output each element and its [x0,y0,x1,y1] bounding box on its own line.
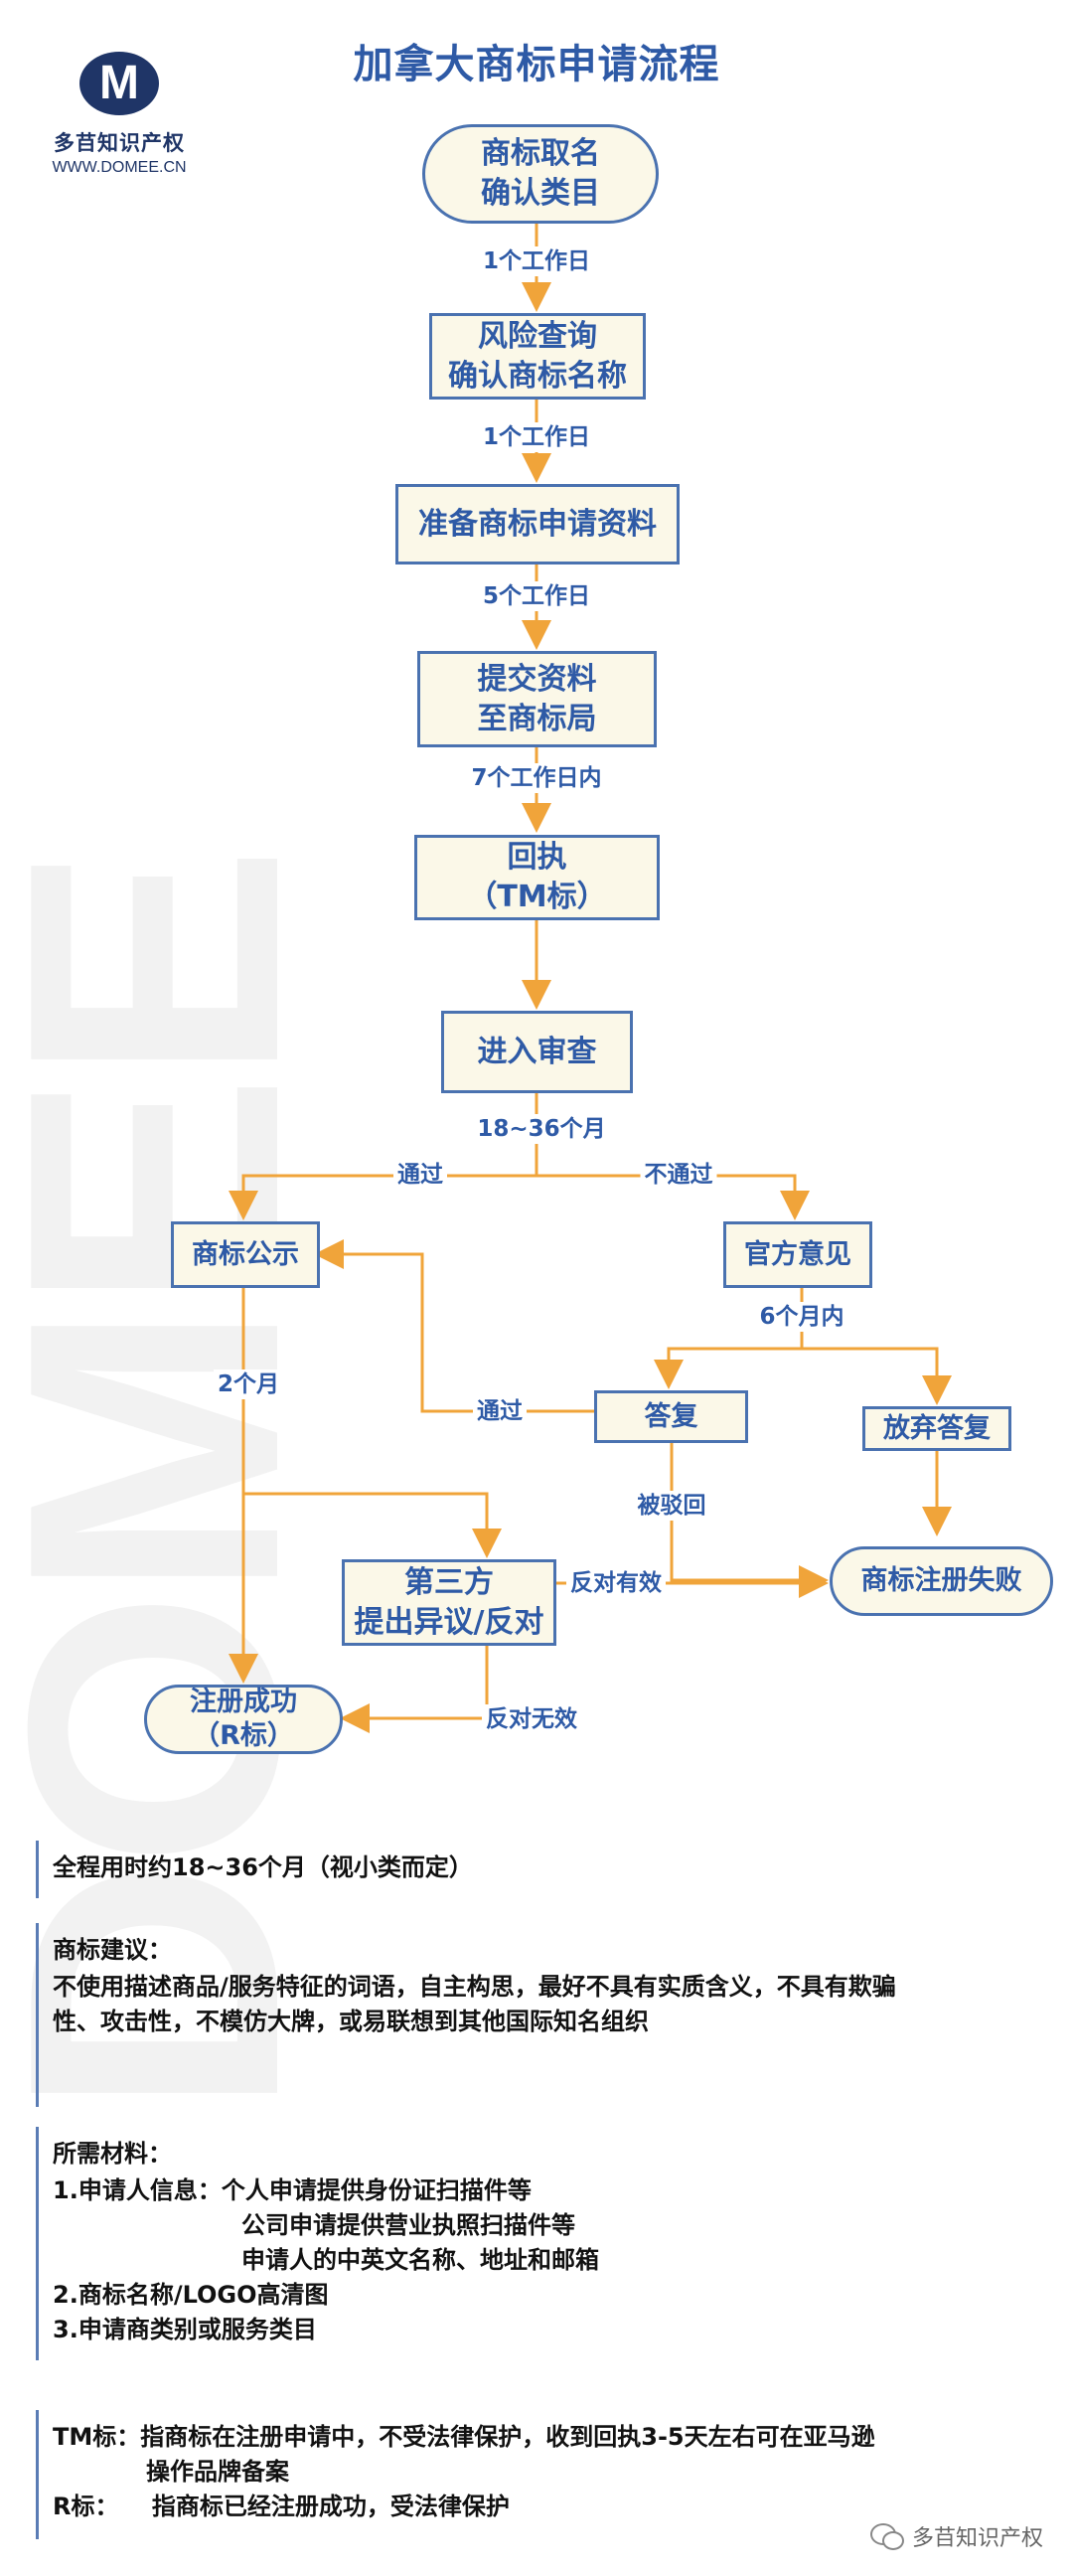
advice-line: 不使用描述商品/服务特征的词语，自主构思，最好不具有实质含义，不具有欺骗 [53,1973,896,2001]
node-third-party: 第三方提出异议/反对 [342,1559,556,1646]
wechat-icon [869,2523,904,2550]
node-receipt: 回执（TM标） [414,835,660,920]
note-total-time: 全程用时约18~36个月（视小类而定） [36,1841,1029,1898]
materials-item: 3.申请商类别或服务类目 [53,2316,317,2343]
node-success: 注册成功（R标） [144,1685,343,1754]
node-prepare: 准备商标申请资料 [395,484,680,564]
pass-label: 通过 [393,1160,447,1190]
node-abandon: 放弃答复 [862,1406,1011,1451]
arrow-reply-failure [670,1443,829,1595]
opposition-invalid-label: 反对无效 [482,1704,581,1734]
node-publication: 商标公示 [171,1221,320,1288]
r-definition: R标： 指商标已经注册成功，受法律保护 [53,2493,510,2520]
arrow-reply-publication [314,1239,594,1413]
page-title: 加拿大商标申请流程 [353,42,720,87]
arrow-publication-thirdparty [243,1492,502,1558]
footer-source: 多䒤知识产权 [869,2520,1043,2552]
duration-label: 7个工作日内 [467,763,606,793]
fail-label: 不通过 [640,1160,717,1190]
arrow-pass-publication [229,1174,536,1220]
node-naming: 商标取名确认类目 [422,124,659,224]
materials-title: 所需材料： [53,2140,172,2168]
tm-definition: TM标：指商标在注册申请中，不受法律保护，收到回执3-5天左右可在亚马逊 [53,2423,875,2451]
logo-letter: M [99,57,139,109]
arrow-thirdparty-success [340,1646,489,1733]
duration-label: 1个工作日 [478,246,595,276]
advice-line: 性、攻击性，不模仿大牌，或易联想到其他国际知名组织 [53,2008,649,2035]
reply-pass-label: 通过 [473,1396,527,1426]
duration-label: 5个工作日 [478,581,595,611]
review-duration-label: 18~36个月 [473,1114,610,1144]
materials-item: 1.申请人信息：个人申请提供身份证扫描件等 [53,2176,532,2204]
total-time-text: 全程用时约18~36个月（视小类而定） [53,1853,473,1881]
note-advice: 商标建议： 不使用描述商品/服务特征的词语，自主构思，最好不具有实质含义，不具有… [36,1923,1029,2107]
brand-logo: M 多䒤知识产权 WWW.DOMEE.CN [40,52,199,177]
advice-title: 商标建议： [53,1936,172,1964]
footer-text: 多䒤知识产权 [911,2526,1043,2551]
node-submit: 提交资料至商标局 [417,651,657,747]
rejected-label: 被驳回 [633,1491,710,1521]
arrow-fail-office [536,1174,810,1220]
note-materials: 所需材料： 1.申请人信息：个人申请提供身份证扫描件等 公司申请提供营业执照扫描… [36,2127,1029,2360]
node-reply: 答复 [594,1390,748,1443]
materials-item: 申请人的中英文名称、地址和邮箱 [241,2246,599,2274]
node-office-action: 官方意见 [723,1221,872,1288]
node-risk-check: 风险查询确认商标名称 [429,313,646,400]
duration-label: 1个工作日 [478,422,595,452]
opposition-valid-label: 反对有效 [566,1568,666,1598]
tm-definition-cont: 操作品牌备案 [146,2458,289,2486]
reply-deadline-label: 6个月内 [755,1302,848,1332]
logo-url: WWW.DOMEE.CN [52,159,187,176]
note-mark-definitions: TM标：指商标在注册申请中，不受法律保护，收到回执3-5天左右可在亚马逊 操作品… [36,2410,1029,2539]
node-review: 进入审查 [441,1011,633,1093]
publication-duration-label: 2个月 [213,1369,284,1399]
materials-item: 公司申请提供营业执照扫描件等 [241,2211,575,2239]
node-failure: 商标注册失败 [830,1546,1053,1616]
arrow-office-abandon [802,1347,952,1405]
arrow-office-reply [654,1347,802,1389]
logo-mark: M [79,52,159,115]
logo-name: 多䒤知识产权 [54,131,185,155]
materials-item: 2.商标名称/LOGO高清图 [53,2281,329,2309]
